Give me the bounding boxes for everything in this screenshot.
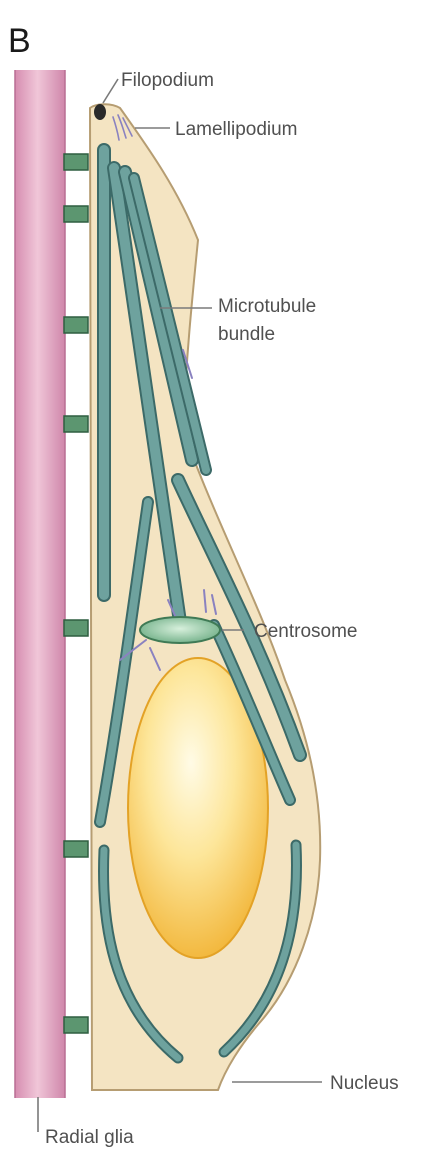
label-radial-glia: Radial glia <box>45 1127 134 1148</box>
radial-glia-fiber <box>15 70 65 1098</box>
filopodium-dot <box>94 104 106 120</box>
adhesion-contact <box>64 416 88 432</box>
adhesion-contact <box>64 206 88 222</box>
adhesion-contact <box>64 841 88 857</box>
adhesion-contacts <box>64 154 88 1033</box>
label-nucleus: Nucleus <box>330 1073 399 1094</box>
label-centrosome: Centrosome <box>254 621 358 642</box>
adhesion-contact <box>64 620 88 636</box>
centrosome-shape <box>140 617 220 643</box>
adhesion-contact <box>64 1017 88 1033</box>
panel-letter: B <box>8 22 31 60</box>
label-filopodium: Filopodium <box>121 70 214 91</box>
adhesion-contact <box>64 154 88 170</box>
adhesion-contact <box>64 317 88 333</box>
label-microtubule-bundle-line1: Microtubule <box>218 296 316 317</box>
label-lamellipodium: Lamellipodium <box>175 119 298 140</box>
label-microtubule-bundle-line2: bundle <box>218 324 275 345</box>
